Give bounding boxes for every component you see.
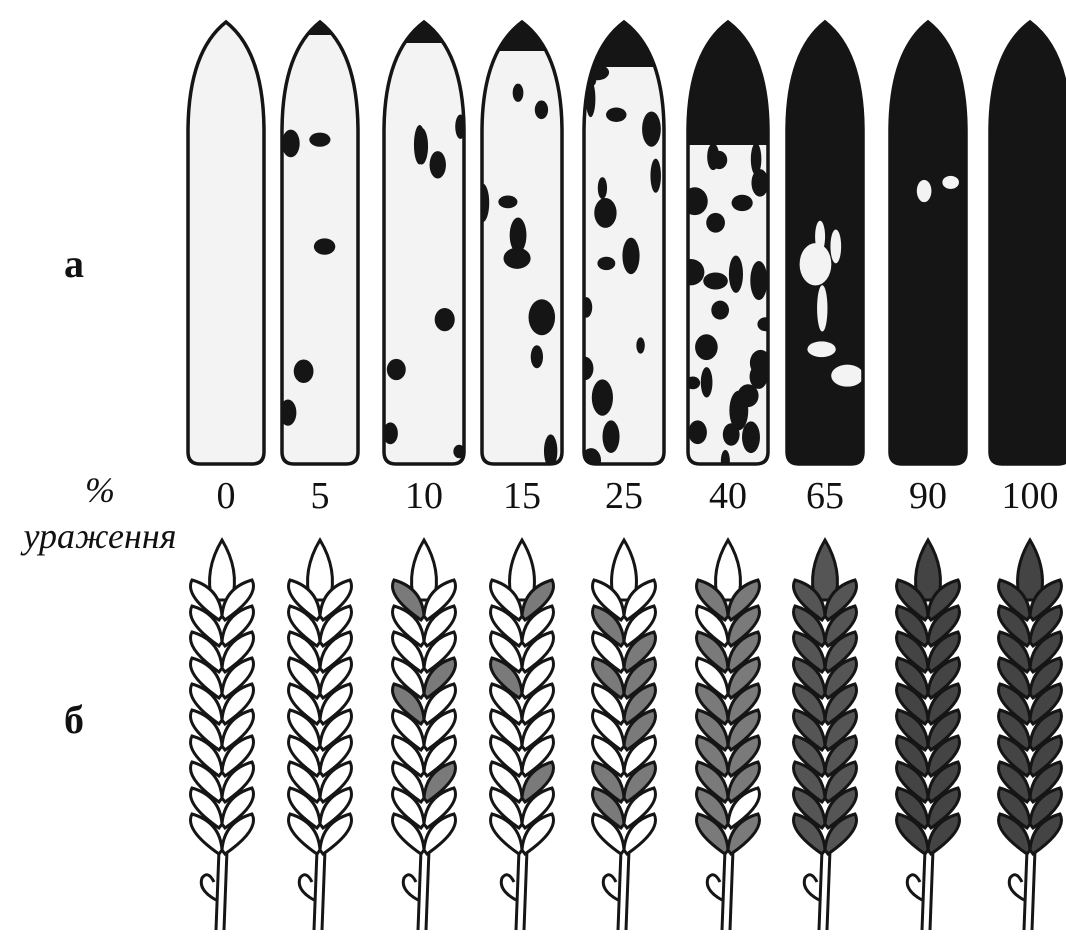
spike-5 — [289, 540, 352, 930]
spike-90 — [897, 540, 960, 930]
severity-label: 40 — [683, 474, 773, 518]
row-label-b: б — [64, 696, 84, 743]
row-label-a: а — [64, 240, 84, 287]
percent-sign: % — [0, 470, 200, 510]
severity-label: 15 — [477, 474, 567, 518]
damage-caption: ураження — [0, 516, 200, 556]
severity-label: 65 — [780, 474, 870, 518]
severity-label: 10 — [379, 474, 469, 518]
spike-65 — [794, 540, 857, 930]
spike-15 — [491, 540, 554, 930]
severity-label: 5 — [275, 474, 365, 518]
spike-100 — [999, 540, 1062, 930]
spike-0 — [191, 540, 254, 930]
severity-label: 25 — [579, 474, 669, 518]
severity-label: 100 — [985, 474, 1066, 518]
spike-25 — [593, 540, 656, 930]
severity-label: 90 — [883, 474, 973, 518]
severity-label: 0 — [181, 474, 271, 518]
spike-40 — [697, 540, 760, 930]
spike-10 — [393, 540, 456, 930]
